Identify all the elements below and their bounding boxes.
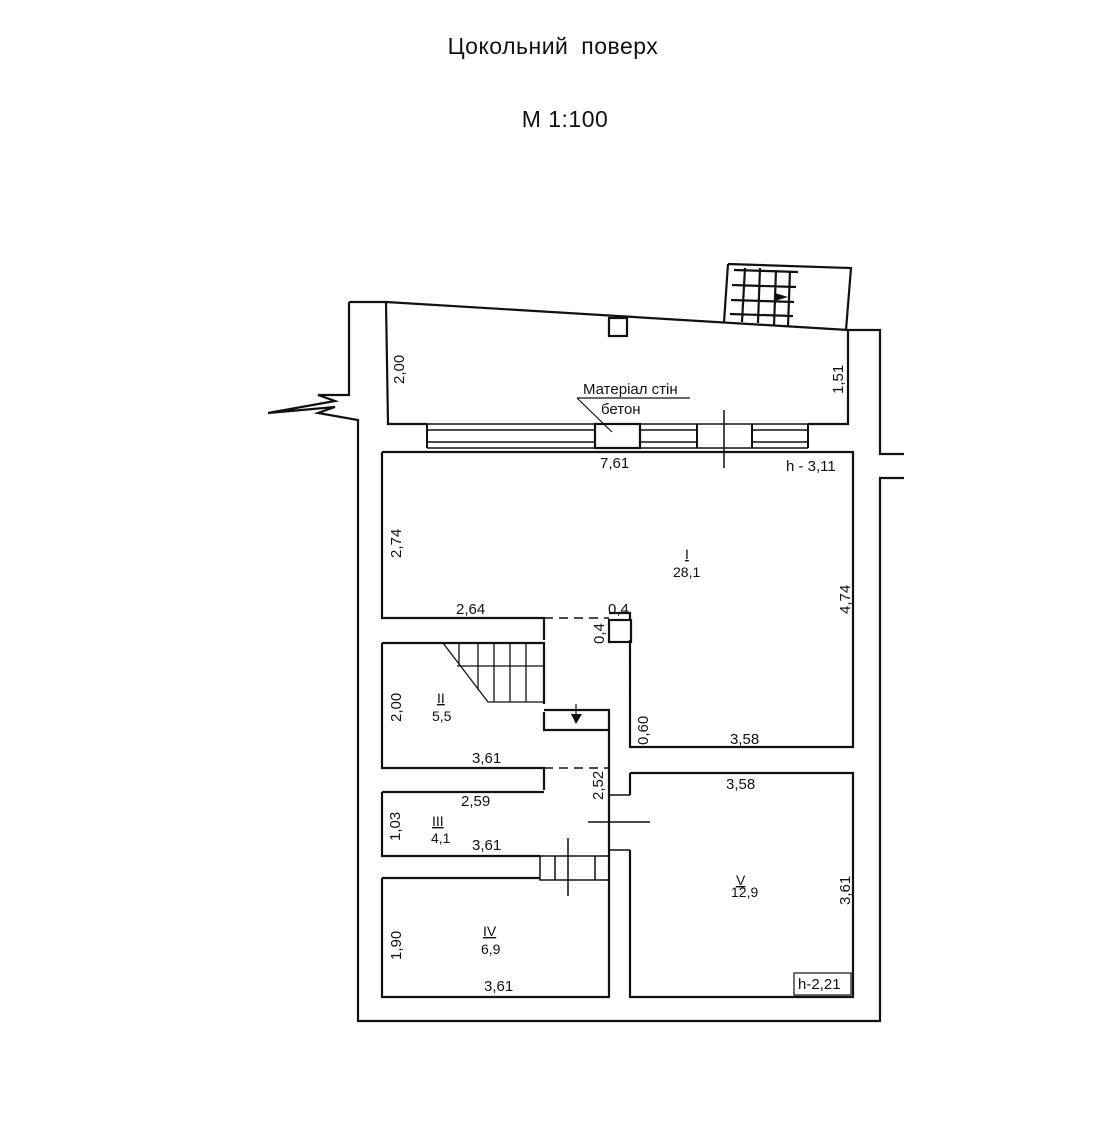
dim-room-3-top: 2,59 [461,793,490,810]
wall-material-box [593,422,642,450]
room-5-height: h-2,21 [798,976,841,993]
room-5-height-box [793,972,852,996]
dim-room-5-right: 3,61 [837,876,854,905]
room-3-outline [380,730,611,880]
stair-arrow-icon [775,293,788,301]
room-5-area: 12,9 [731,884,758,900]
dim-room-2-left: 2,00 [388,693,405,722]
dim-porch-left: 2,00 [391,355,408,384]
dim-room-1-bottom-left: 2,64 [456,601,485,618]
room-1-id: I [685,546,689,562]
dim-room-1-bottom-right: 3,58 [730,731,759,748]
material-label: Матеріал стін [583,381,678,398]
dim-stair-h: 0,60 [635,716,652,745]
room-2-id: II [437,690,445,706]
dim-room-1-top: 7,61 [600,455,629,472]
room-2-stairs [442,642,544,703]
outer-wall [267,300,904,1023]
dim-room-1-right: 4,74 [837,585,854,614]
room-5-outline [628,771,855,999]
room-5-id: V [736,872,746,888]
room-4-area: 6,9 [481,941,501,957]
dim-room-2-bottom: 3,61 [472,750,501,767]
dim-room-3-bottom: 3,61 [472,837,501,854]
column [607,618,633,644]
dim-room-3-left: 1,03 [387,812,404,841]
room-4-id: IV [483,923,497,939]
plan-title: Цокольний поверх [447,33,659,59]
room-3-id: III [432,813,444,829]
main-height: h - 3,11 [786,458,836,475]
dim-column-h: 0,4 [591,623,608,644]
vent-box [607,316,629,338]
window-strip [427,423,808,449]
material-value: бетон [601,401,641,418]
room-2-area: 5,5 [432,708,452,724]
dim-room-1-left: 2,74 [388,529,405,558]
plan-scale: М 1:100 [521,106,609,132]
room-3-area: 4,1 [431,830,451,846]
porch-outline [384,301,850,426]
dim-room-4-left: 1,90 [388,931,405,960]
dim-room-4-bottom: 3,61 [484,978,513,995]
room-1-outline [380,450,855,749]
dim-room-5-top: 3,58 [726,776,755,793]
dim-column-w: 0,4 [608,601,629,618]
room-1-area: 28,1 [673,564,700,580]
dim-porch-right: 1,51 [830,365,847,394]
room-4-outline [380,876,611,999]
dim-corridor-h: 2,52 [590,771,607,800]
room-2-arrow-icon [571,714,582,724]
